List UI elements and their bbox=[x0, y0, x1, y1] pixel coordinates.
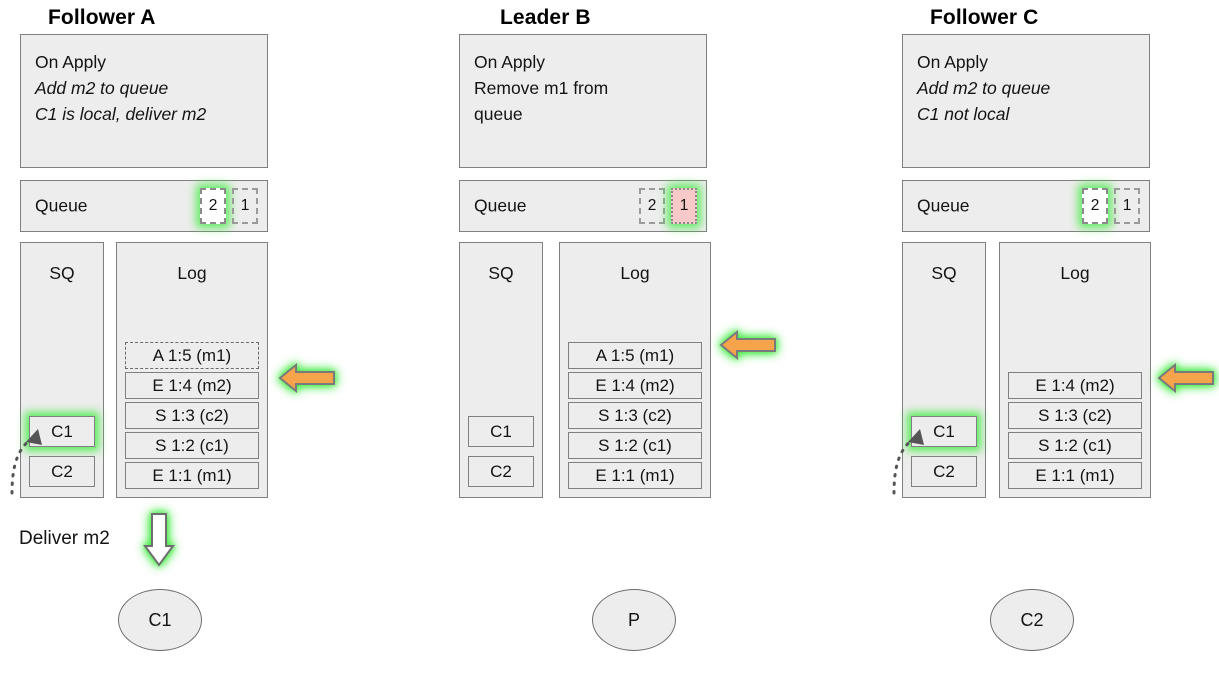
arrow-down-icon bbox=[142, 512, 176, 568]
log-entry[interactable]: E 1:1 (m1) bbox=[1008, 462, 1142, 489]
column-title-follower-a: Follower A bbox=[48, 6, 156, 29]
log-entry[interactable]: S 1:3 (c2) bbox=[1008, 402, 1142, 429]
arrow-left-icon bbox=[278, 361, 336, 395]
queue-box-leader-b: Queue 2 1 bbox=[459, 180, 707, 232]
log-entry[interactable]: E 1:4 (m2) bbox=[1008, 372, 1142, 399]
queue-slots: 2 1 bbox=[200, 188, 258, 224]
log-entry[interactable]: E 1:4 (m2) bbox=[568, 372, 702, 399]
queue-slot[interactable]: 2 bbox=[639, 188, 665, 224]
queue-label: Queue bbox=[35, 195, 88, 216]
on-apply-line: C1 is local, deliver m2 bbox=[35, 104, 207, 124]
log-header: Log bbox=[177, 263, 207, 283]
log-entry[interactable]: S 1:2 (c1) bbox=[1008, 432, 1142, 459]
sq-header: SQ bbox=[49, 263, 75, 283]
log-entry[interactable]: S 1:3 (c2) bbox=[125, 402, 259, 429]
log-entry[interactable]: S 1:2 (c1) bbox=[125, 432, 259, 459]
queue-box-follower-c: Queue 2 1 bbox=[902, 180, 1150, 232]
log-entry-list: E 1:4 (m2) S 1:3 (c2) S 1:2 (c1) E 1:1 (… bbox=[1008, 372, 1142, 489]
column-title-follower-c: Follower C bbox=[930, 6, 1039, 29]
arrow-left-icon bbox=[1157, 361, 1215, 395]
log-header: Log bbox=[1060, 263, 1090, 283]
queue-slot[interactable]: 1 bbox=[1114, 188, 1140, 224]
client-connector-follower-a bbox=[10, 429, 42, 495]
log-entry[interactable]: E 1:1 (m1) bbox=[125, 462, 259, 489]
sq-client-list: C1 C2 bbox=[29, 416, 95, 487]
log-entry[interactable]: A 1:5 (m1) bbox=[125, 342, 259, 369]
queue-slots: 2 1 bbox=[1082, 188, 1140, 224]
on-apply-box-follower-c: On Apply Add m2 to queue C1 not local bbox=[902, 34, 1150, 168]
queue-slots: 2 1 bbox=[639, 188, 697, 224]
deliver-label: Deliver m2 bbox=[19, 528, 110, 549]
on-apply-line: Remove m1 from bbox=[474, 78, 609, 98]
client-node-p[interactable]: P bbox=[592, 589, 676, 651]
on-apply-line: Add m2 to queue bbox=[917, 78, 1051, 98]
on-apply-line: Add m2 to queue bbox=[35, 78, 169, 98]
sq-header: SQ bbox=[931, 263, 957, 283]
on-apply-box-follower-a: On Apply Add m2 to queue C1 is local, de… bbox=[20, 34, 268, 168]
log-panel-leader-b: Log A 1:5 (m1) E 1:4 (m2) S 1:3 (c2) S 1… bbox=[559, 242, 711, 498]
client-node-c1[interactable]: C1 bbox=[118, 589, 202, 651]
queue-slot[interactable]: 1 bbox=[232, 188, 258, 224]
client-node-c2[interactable]: C2 bbox=[990, 589, 1074, 651]
sq-client-chip[interactable]: C1 bbox=[468, 416, 534, 447]
sq-client-chip[interactable]: C2 bbox=[468, 456, 534, 487]
queue-label: Queue bbox=[474, 195, 527, 216]
sq-client-chip[interactable]: C2 bbox=[29, 456, 95, 487]
client-connector-follower-c bbox=[892, 429, 924, 495]
queue-box-follower-a: Queue 2 1 bbox=[20, 180, 268, 232]
on-apply-header: On Apply bbox=[35, 52, 107, 72]
sq-client-chip[interactable]: C2 bbox=[911, 456, 977, 487]
sq-header: SQ bbox=[488, 263, 514, 283]
log-panel-follower-c: Log E 1:4 (m2) S 1:3 (c2) S 1:2 (c1) E 1… bbox=[999, 242, 1151, 498]
log-entry[interactable]: E 1:4 (m2) bbox=[125, 372, 259, 399]
log-panel-follower-a: Log A 1:5 (m1) E 1:4 (m2) S 1:3 (c2) S 1… bbox=[116, 242, 268, 498]
on-apply-line: C1 not local bbox=[917, 104, 1010, 124]
on-apply-box-leader-b: On Apply Remove m1 from queue bbox=[459, 34, 707, 168]
on-apply-line: queue bbox=[474, 104, 523, 124]
on-apply-header: On Apply bbox=[474, 52, 546, 72]
sq-panel-leader-b: SQ C1 C2 bbox=[459, 242, 543, 498]
queue-slot[interactable]: 2 bbox=[200, 188, 226, 224]
log-entry[interactable]: E 1:1 (m1) bbox=[568, 462, 702, 489]
log-header: Log bbox=[620, 263, 650, 283]
sq-panel-follower-c: SQ C1 C2 bbox=[902, 242, 986, 498]
log-entry-list: A 1:5 (m1) E 1:4 (m2) S 1:3 (c2) S 1:2 (… bbox=[568, 342, 702, 489]
log-entry[interactable]: S 1:2 (c1) bbox=[568, 432, 702, 459]
queue-slot[interactable]: 1 bbox=[671, 188, 697, 224]
log-entry[interactable]: S 1:3 (c2) bbox=[568, 402, 702, 429]
queue-label: Queue bbox=[917, 195, 970, 216]
column-title-leader-b: Leader B bbox=[500, 6, 591, 29]
on-apply-header: On Apply bbox=[917, 52, 989, 72]
log-entry[interactable]: A 1:5 (m1) bbox=[568, 342, 702, 369]
sq-panel-follower-a: SQ C1 C2 bbox=[20, 242, 104, 498]
queue-slot[interactable]: 2 bbox=[1082, 188, 1108, 224]
log-entry-list: A 1:5 (m1) E 1:4 (m2) S 1:3 (c2) S 1:2 (… bbox=[125, 342, 259, 489]
sq-client-list: C1 C2 bbox=[468, 416, 534, 487]
arrow-left-icon bbox=[719, 328, 777, 362]
